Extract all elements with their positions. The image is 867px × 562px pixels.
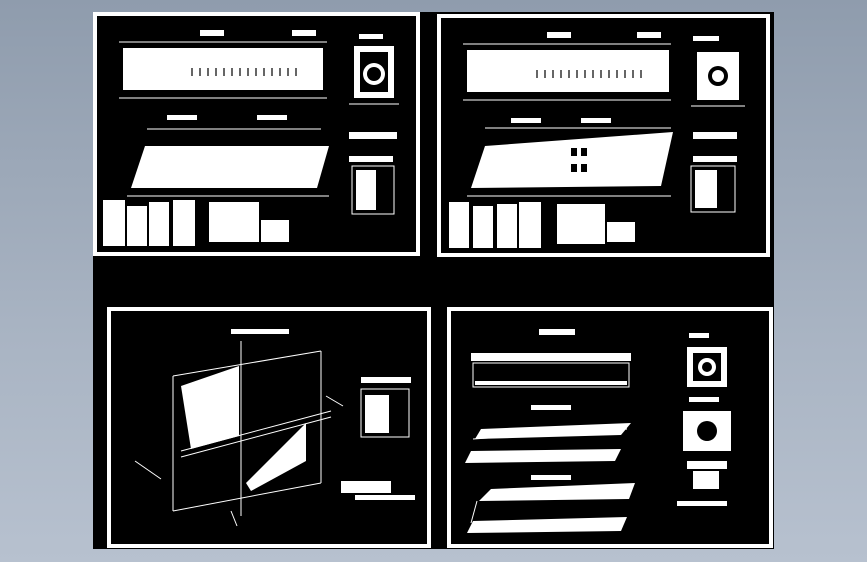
plan-view [467,127,673,197]
section-view-2 [465,405,631,463]
detail-blocks [449,202,541,248]
material-table [690,132,737,213]
drawing-sheet-bottom-left[interactable] [107,307,431,548]
culvert-section [691,36,745,107]
notes-block [557,204,635,244]
material-table [360,377,411,438]
skew-plan-view [134,341,344,527]
drawing-sheet-top-right[interactable] [437,14,770,257]
section-view-1 [471,353,631,388]
culvert-details [677,333,731,506]
notes-block [209,202,289,242]
notes-block [341,481,415,500]
sheet-title-bar [231,329,289,334]
culvert-section [349,34,399,105]
plan-view [127,128,329,197]
drawing-canvas[interactable] [93,12,774,549]
sheet-title-bar [539,329,575,335]
drawing-sheet-top-left[interactable] [93,12,420,256]
material-table [349,132,397,215]
drawing-sheet-bottom-right[interactable] [447,307,773,548]
elevation-view [463,32,671,101]
section-view-3 [467,475,635,533]
elevation-view [119,30,327,99]
detail-blocks [103,200,195,246]
